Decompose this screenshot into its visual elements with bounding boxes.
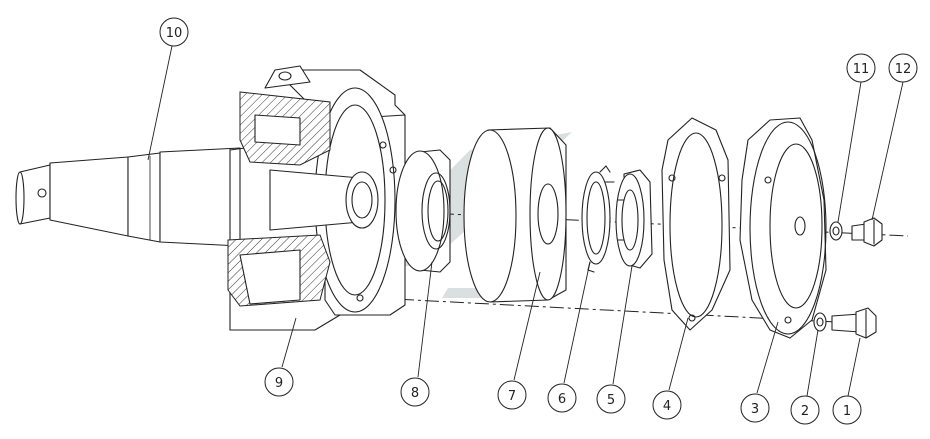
hex-bolt-part-12 xyxy=(851,217,883,247)
bearing-ring-part-8 xyxy=(395,149,451,273)
svg-text:3: 3 xyxy=(751,402,759,417)
end-cover-part-3 xyxy=(739,117,827,339)
hex-bolt-part-1 xyxy=(831,307,877,339)
svg-text:5: 5 xyxy=(607,393,615,408)
leader-lines xyxy=(147,45,904,397)
gasket-part-4 xyxy=(661,117,731,331)
washer-part-2 xyxy=(813,312,827,332)
callout-10: 10 xyxy=(159,17,189,47)
callout-3: 3 xyxy=(740,393,770,423)
svg-text:4: 4 xyxy=(663,399,671,414)
svg-text:11: 11 xyxy=(853,62,870,77)
shaft-part-10 xyxy=(15,147,241,247)
svg-text:10: 10 xyxy=(166,26,183,41)
callout-9: 9 xyxy=(264,367,294,397)
lock-washer-part-6 xyxy=(581,165,615,273)
svg-text:2: 2 xyxy=(801,404,809,419)
callout-1: 1 xyxy=(832,395,862,425)
callout-11: 11 xyxy=(846,53,876,83)
svg-text:7: 7 xyxy=(508,389,516,404)
svg-text:1: 1 xyxy=(843,404,851,419)
svg-text:8: 8 xyxy=(411,386,419,401)
callout-5: 5 xyxy=(596,384,626,414)
washer-part-11 xyxy=(829,221,843,241)
svg-text:12: 12 xyxy=(895,62,912,77)
callout-2: 2 xyxy=(790,395,820,425)
callout-6: 6 xyxy=(547,383,577,413)
svg-text:9: 9 xyxy=(275,376,283,391)
svg-text:6: 6 xyxy=(558,392,566,407)
callout-12: 12 xyxy=(888,53,918,83)
callout-7: 7 xyxy=(497,380,527,410)
collar-part-7 xyxy=(463,127,567,303)
callout-8: 8 xyxy=(400,377,430,407)
lock-nut-part-5 xyxy=(615,169,653,269)
callout-4: 4 xyxy=(652,390,682,420)
housing-part-9 xyxy=(227,65,406,331)
